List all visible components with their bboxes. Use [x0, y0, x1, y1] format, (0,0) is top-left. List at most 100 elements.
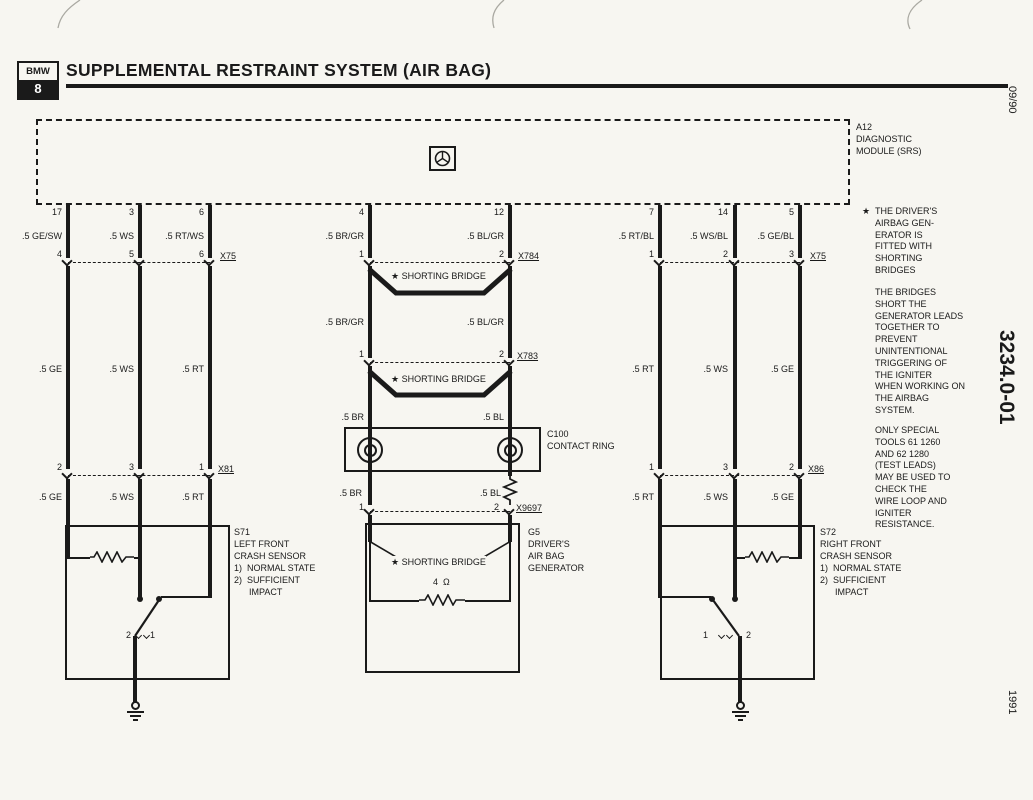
shorting-bridge-label: ★ SHORTING BRIDGE [391, 556, 486, 568]
wire-segment [134, 557, 140, 559]
wire-segment [138, 266, 142, 469]
wire-color-label: .5 WS [109, 364, 134, 374]
wire-color-label: .5 BR [341, 412, 364, 422]
switch-arm [134, 599, 160, 637]
ground-icon [130, 701, 140, 710]
ground-icon [130, 715, 141, 717]
connector-arrow-icon [793, 255, 805, 267]
connector-arrow-icon [133, 468, 145, 480]
ground-icon [133, 719, 138, 721]
wire-color-label: .5 GE/SW [21, 231, 62, 241]
wire-segment [733, 205, 737, 258]
connector-dashed-line [68, 475, 210, 476]
bmw-series-badge: 8 [19, 80, 57, 98]
igniter-resistance-label: 4 Ω [433, 577, 450, 587]
resistor-icon [419, 594, 465, 606]
airbag-icon [429, 146, 456, 171]
pin-number: 1 [648, 462, 654, 472]
wire-color-label: .5 WS/BL [689, 231, 728, 241]
connector-arrow-icon [363, 255, 375, 267]
wire-segment [138, 479, 142, 527]
resistor-icon [745, 551, 789, 563]
switch-position-label: 2 [126, 630, 132, 640]
switch-contact-dot [709, 596, 715, 602]
wire-color-label: .5 BL/GR [466, 231, 504, 241]
switch-contact-dot [137, 596, 143, 602]
pin-number: 12 [493, 207, 504, 217]
wire-segment [369, 541, 371, 602]
connector-label: X75 [220, 251, 237, 261]
connector-arrow-icon [133, 255, 145, 267]
wire-segment [368, 266, 372, 358]
connector-arrow-icon [203, 468, 215, 480]
contact-ring-icon [503, 443, 517, 457]
pin-number: 2 [722, 249, 728, 259]
switch-position-label: 2 [746, 630, 752, 640]
wire-color-label: .5 GE [38, 364, 62, 374]
wire-segment [368, 515, 372, 542]
wire-segment [662, 596, 711, 598]
wire-segment [208, 205, 212, 258]
connector-arrow-icon [503, 355, 515, 367]
pin-number: 5 [128, 249, 134, 259]
connector-arrow-icon [728, 468, 740, 480]
margin-document-number: 3234.0-01 [995, 330, 1018, 425]
wire-color-label: .5 RT [182, 492, 204, 502]
torn-edge-mark [907, 0, 923, 30]
bmw-logo-brand: BMW [26, 66, 50, 77]
wire-segment [368, 366, 372, 505]
wire-segment [371, 600, 419, 602]
pin-number: 1 [198, 462, 204, 472]
wire-segment [138, 525, 142, 598]
wire-color-label: .5 GE/BL [757, 231, 794, 241]
wire-color-label: .5 BR [339, 488, 362, 498]
connector-dashed-line [660, 475, 800, 476]
wire-color-label: .5 WS [109, 231, 134, 241]
wire-segment [798, 479, 802, 527]
ground-icon [735, 715, 746, 717]
pin-number: 1 [358, 349, 364, 359]
pin-number: 6 [198, 207, 204, 217]
margin-year: 1991 [1006, 690, 1018, 715]
ground-wire [738, 636, 742, 702]
wire-segment [508, 266, 512, 358]
wire-color-label: .5 WS [703, 492, 728, 502]
switch-arm [712, 599, 740, 637]
connector-dashed-line [370, 511, 510, 512]
right-sensor-label: S72 RIGHT FRONT CRASH SENSOR 1) NORMAL S… [820, 527, 902, 597]
wire-color-label: .5 BR/GR [325, 231, 364, 241]
coil-wire-symbol [502, 476, 518, 505]
pin-number: 1 [648, 249, 654, 259]
ground-icon [735, 701, 745, 710]
contact-ring-box [344, 427, 541, 472]
wire-color-label: .5 RT/BL [618, 231, 654, 241]
shorting-bridge-label: ★ SHORTING BRIDGE [391, 270, 486, 282]
contact-ring-label: C100 CONTACT RING [547, 429, 615, 451]
wire-segment [208, 525, 212, 598]
wire-color-label: .5 WS [703, 364, 728, 374]
wire-segment [66, 525, 70, 559]
wire-segment [208, 266, 212, 469]
ground-icon [127, 711, 144, 713]
switch-contact-dot [156, 596, 162, 602]
wire-color-label: .5 BL [482, 412, 504, 422]
note-star-marker: ★ [862, 206, 871, 216]
wire-segment [66, 205, 70, 258]
wire-segment [509, 541, 511, 602]
connector-arrow-icon [653, 255, 665, 267]
note-paragraph: THE BRIDGES SHORT THE GENERATOR LEADS TO… [875, 287, 965, 415]
shorting-bridge-label: ★ SHORTING BRIDGE [391, 373, 486, 385]
wire-segment [789, 557, 798, 559]
right-crash-sensor-box [660, 525, 815, 680]
wire-color-label: .5 BL/GR [466, 317, 504, 327]
connector-label: X81 [218, 464, 235, 474]
connector-arrow-icon [728, 255, 740, 267]
connector-label: X783 [517, 351, 539, 361]
wire-color-label: .5 GE [770, 364, 794, 374]
ground-icon [732, 711, 749, 713]
connector-arrow-icon [503, 504, 515, 516]
wire-segment [733, 266, 737, 469]
pin-number: 4 [358, 207, 364, 217]
wire-segment [798, 205, 802, 258]
